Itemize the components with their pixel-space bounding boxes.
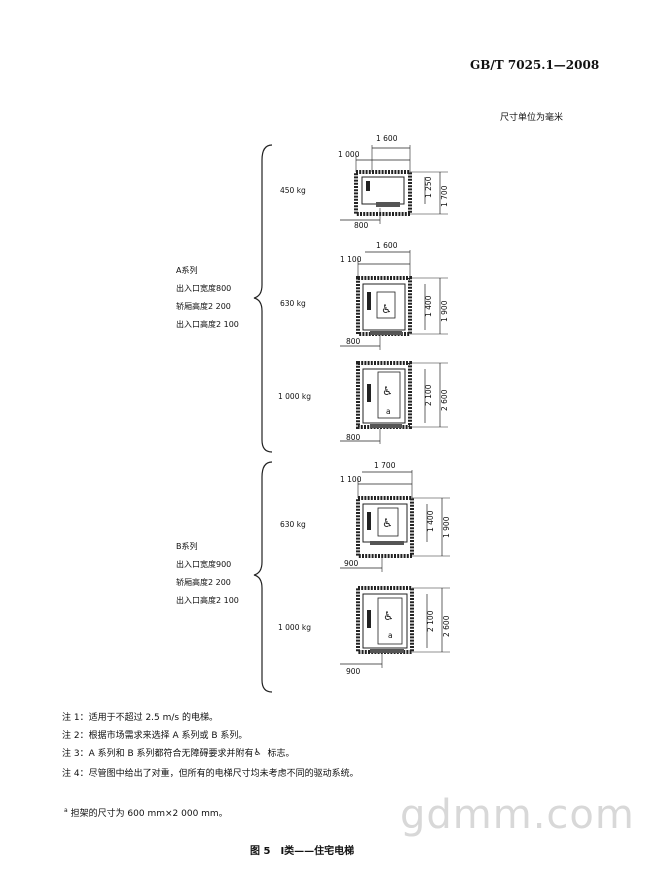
- dim-width: 1 700: [374, 461, 396, 470]
- load-label: 630 kg: [280, 299, 306, 308]
- wheelchair-icon: ♿: [383, 609, 394, 623]
- dim-depth-in: 1 250: [424, 176, 433, 198]
- wheelchair-icon: ♿: [381, 302, 392, 316]
- note-3: 注 3：A 系列和 B 系列都符合无障碍要求并附有♿ 标志。: [62, 746, 295, 760]
- dim-shaft-side: 1 000: [338, 150, 360, 159]
- series-b-title: B系列: [176, 542, 198, 551]
- unit-1000kg-a: ♿ a 2 100 2 600 800: [340, 361, 449, 444]
- dim-depth-out: 2 600: [440, 389, 449, 411]
- footnote-text: 担架的尺寸为 600 mm×2 000 mm。: [70, 809, 228, 819]
- series-a-line: 轿厢高度2 200: [176, 302, 231, 311]
- load-label: 450 kg: [280, 186, 306, 195]
- wheelchair-icon: ♿: [382, 384, 393, 398]
- watermark: gdmm.com: [400, 792, 635, 838]
- dim-door: 900: [346, 667, 361, 676]
- dim-depth-in: 1 400: [424, 295, 433, 317]
- dim-door: 800: [346, 433, 361, 442]
- note-1: 注 1：适用于不超过 2.5 m/s 的电梯。: [62, 713, 218, 723]
- footnote: a 担架的尺寸为 600 mm×2 000 mm。: [64, 806, 228, 819]
- dim-depth-out: 2 600: [442, 615, 451, 637]
- dim-depth-in: 2 100: [426, 610, 435, 632]
- load-label: 1 000 kg: [278, 392, 311, 401]
- dim-depth-out: 1 900: [440, 300, 449, 322]
- dim-depth-in: 1 400: [426, 510, 435, 532]
- series-b-line: 出入口宽度900: [176, 560, 232, 569]
- dim-door: 900: [344, 559, 359, 568]
- brace-series-b: [253, 461, 273, 693]
- dim-door: 800: [354, 221, 369, 230]
- dim-depth-in: 2 100: [424, 384, 433, 406]
- series-a-title: A系列: [176, 266, 198, 275]
- dim-shaft-side: 1 100: [340, 475, 362, 484]
- dim-width: 1 600: [376, 134, 398, 143]
- units-note: 尺寸单位为毫米: [500, 113, 564, 123]
- note-3-text: 注 3：A 系列和 B 系列都符合无障碍要求并附有: [62, 749, 254, 759]
- series-b-line: 出入口高度2 100: [176, 596, 239, 605]
- series-b-block: B系列 出入口宽度900 轿厢高度2 200 出入口高度2 100: [176, 538, 239, 610]
- unit-1000kg-b: ♿ a 2 100 2 600 900: [340, 586, 451, 676]
- wheelchair-icon: ♿: [382, 516, 393, 530]
- stretcher-mark: a: [388, 631, 393, 640]
- dim-depth-out: 1 700: [440, 185, 449, 207]
- brace-series-a: [253, 144, 273, 453]
- note-4: 注 4：尽管图中给出了对重，但所有的电梯尺寸均未考虑不同的驱动系统。: [62, 769, 359, 779]
- accessibility-icon: ♿: [253, 747, 262, 758]
- dim-shaft-side: 1 100: [340, 255, 362, 264]
- load-label: 630 kg: [280, 520, 306, 529]
- note-3-suffix: 标志。: [267, 749, 295, 759]
- standard-number: GB/T 7025.1—2008: [470, 58, 600, 72]
- dim-width: 1 600: [376, 241, 398, 250]
- series-b-line: 轿厢高度2 200: [176, 578, 231, 587]
- unit-450kg: 1 600 1 000 1 250 1 700 800: [338, 134, 449, 230]
- unit-630kg-b: ♿ 1 700 1 100 1 400 1 900 900: [340, 461, 451, 572]
- stretcher-mark: a: [386, 407, 391, 416]
- series-a-block: A系列 出入口宽度800 轿厢高度2 200 出入口高度2 100: [176, 262, 239, 334]
- load-label: 1 000 kg: [278, 623, 311, 632]
- series-a-line: 出入口高度2 100: [176, 320, 239, 329]
- dim-door: 800: [346, 337, 361, 346]
- figure-caption: 图 5 Ⅰ类——住宅电梯: [250, 846, 355, 857]
- dim-depth-out: 1 900: [442, 516, 451, 538]
- note-2: 注 2：根据市场需求来选择 A 系列或 B 系列。: [62, 731, 248, 741]
- series-a-line: 出入口宽度800: [176, 284, 232, 293]
- unit-630kg-a: ♿ 1 600 1 100 1 400 1 900 800: [340, 241, 449, 350]
- footnote-mark: a: [64, 807, 68, 814]
